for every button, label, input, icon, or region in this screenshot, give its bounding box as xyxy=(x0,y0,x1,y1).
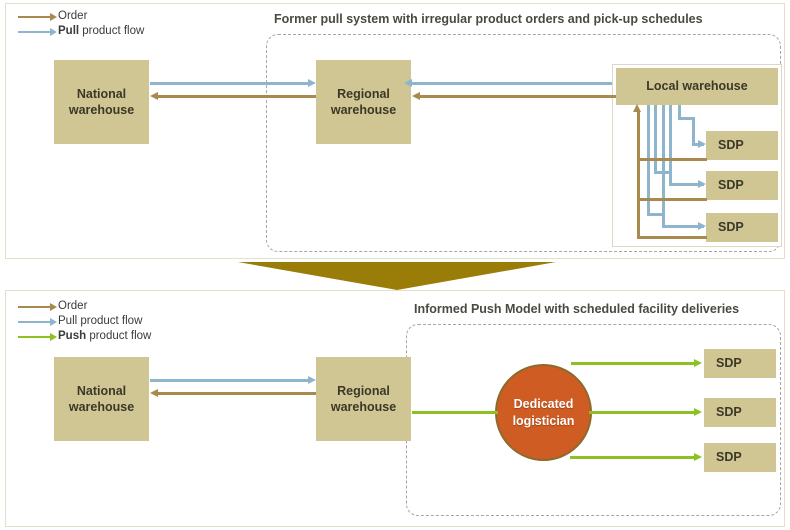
flow-regional-to-national-order xyxy=(158,95,316,98)
legend-label-push-prefix: Push xyxy=(58,330,87,342)
flow-local-to-sdp1-vertical xyxy=(692,117,695,145)
arrow-right-icon xyxy=(694,408,702,416)
flow-local-to-sdp1-stub xyxy=(678,105,681,118)
flow-logistician-to-sdp2-push xyxy=(589,411,696,414)
node-sdp-3[interactable]: SDP xyxy=(706,213,778,242)
arrow-left-icon xyxy=(404,79,412,87)
arrow-right-icon xyxy=(18,333,57,341)
flow-sdp3-order xyxy=(637,236,707,239)
arrow-left-icon xyxy=(150,92,158,100)
arrow-right-icon xyxy=(18,303,57,311)
legend-label-pull: Pull product flow xyxy=(58,24,144,39)
node-label: SDP xyxy=(718,220,744,235)
flow-local-to-sdp2-vertical-b xyxy=(654,105,657,173)
arrow-right-icon xyxy=(18,28,57,36)
arrow-left-icon xyxy=(150,389,158,397)
legend-label-push: Push product flow xyxy=(58,329,151,344)
flow-regional-to-local-order xyxy=(420,95,616,98)
flow-national-to-regional-pull xyxy=(150,82,308,85)
flow-sdp2-order xyxy=(637,198,707,201)
node-label: Local warehouse xyxy=(646,79,748,94)
flow-regional-to-logistician-push xyxy=(412,411,498,414)
arrow-right-icon xyxy=(18,13,57,21)
legend-label-order: Order xyxy=(58,10,88,22)
flow-regional-to-national-order xyxy=(158,392,316,395)
node-sdp-2[interactable]: SDP xyxy=(706,171,778,200)
node-local-warehouse[interactable]: Local warehouse xyxy=(616,68,778,105)
arrow-right-icon xyxy=(694,453,702,461)
node-label: SDP xyxy=(716,405,742,420)
legend-label-pull-rest: product flow xyxy=(79,25,145,37)
arrow-right-icon xyxy=(308,376,316,384)
flow-logistician-to-sdp3-push xyxy=(570,456,696,459)
legend-label-pull-prefix: Pull xyxy=(58,25,80,37)
legend-label-order: Order xyxy=(58,300,88,312)
node-label: SDP xyxy=(716,356,742,371)
transition-arrow-icon xyxy=(238,262,556,290)
flow-local-to-sdp2-vertical-a xyxy=(669,105,672,185)
arrow-up-icon xyxy=(633,104,641,112)
flow-logistician-to-sdp1-push xyxy=(571,362,696,365)
flow-local-to-sdp3-link xyxy=(647,213,665,216)
arrow-right-icon xyxy=(698,222,706,230)
legend-label-push-rest: product flow xyxy=(86,330,152,342)
flow-national-to-regional-pull xyxy=(150,379,308,382)
arrow-left-icon xyxy=(412,92,420,100)
bottom-panel-title: Informed Push Model with scheduled facil… xyxy=(414,302,740,316)
flow-local-to-sdp1-top xyxy=(678,117,695,120)
node-label: SDP xyxy=(718,138,744,153)
legend-label-pull: Pull product flow xyxy=(58,315,143,327)
flow-sdp1-order xyxy=(637,158,707,161)
flow-local-to-sdp2-horizontal xyxy=(669,183,704,186)
node-sdp-1[interactable]: SDP xyxy=(706,131,778,160)
node-sdp-1[interactable]: SDP xyxy=(704,349,776,378)
flow-local-to-sdp3-horizontal xyxy=(662,225,704,228)
node-label: SDP xyxy=(718,178,744,193)
arrow-right-icon xyxy=(18,318,57,326)
node-sdp-3[interactable]: SDP xyxy=(704,443,776,472)
arrow-right-icon xyxy=(698,180,706,188)
flow-local-to-regional-pull xyxy=(412,82,612,85)
top-panel-title: Former pull system with irregular produc… xyxy=(274,12,703,26)
node-sdp-2[interactable]: SDP xyxy=(704,398,776,427)
arrow-right-icon xyxy=(694,359,702,367)
node-label: SDP xyxy=(716,450,742,465)
informed-push-model-panel: Order Pull product flow Push product flo… xyxy=(5,290,785,527)
arrow-right-icon xyxy=(308,79,316,87)
flow-local-to-sdp3-vertical-a xyxy=(662,105,665,227)
flow-sdp-orders-trunk xyxy=(637,110,640,238)
former-pull-system-panel: Order Pull product flow Former pull syst… xyxy=(5,3,785,259)
arrow-right-icon xyxy=(698,140,706,148)
